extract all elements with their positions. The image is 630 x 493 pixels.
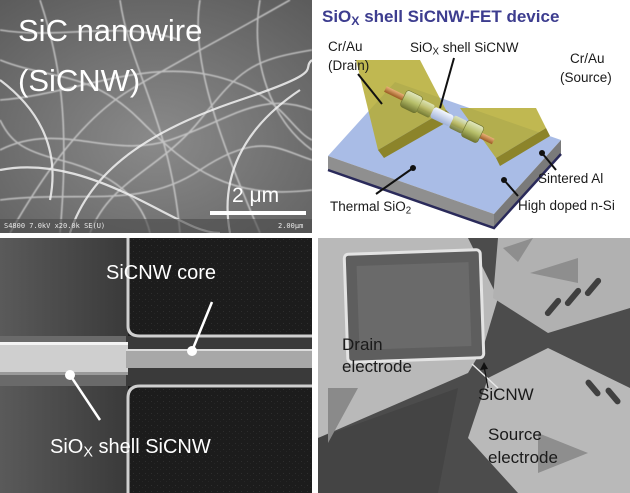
source-label-line1: Cr/Au [570, 51, 605, 66]
nanowire-shell [384, 86, 495, 145]
core-label: SiCNW core [106, 262, 217, 284]
sem-nanowire-image [0, 0, 312, 233]
shell-nanowire [0, 344, 128, 374]
sintered-al-label: Sintered Al [538, 171, 604, 186]
sem-title-line1: SiC nanowire [18, 13, 203, 48]
nanowire-sem [471, 363, 499, 389]
source-electrode [460, 108, 546, 158]
source-label-line2: (Source) [560, 70, 612, 85]
sem-source-label-line2: electrode [488, 448, 558, 467]
substrate-right-side [494, 140, 561, 228]
sem-closeup-panel: SiCNW core SiOX shell SiCNW [0, 238, 312, 493]
sem-drain-label-line2: electrode [342, 357, 412, 376]
substrate-label: High doped n-Si [518, 198, 615, 213]
scale-bar [210, 211, 306, 215]
nanowire-label: SiOX shell SiCNW [410, 40, 519, 58]
sem-embedded-info: S4800 7.0kV x20.0k SE(U) [4, 222, 106, 230]
device-schematic [327, 57, 562, 230]
sem-embedded-scale: 2.00μm [278, 222, 304, 230]
sem-drain-label-line1: Drain [342, 335, 383, 354]
sem-title-line2: (SiCNW) [18, 63, 141, 98]
substrate-front-side [328, 156, 494, 228]
drain-label-line1: Cr/Au [328, 39, 363, 54]
nanowire-core [126, 350, 312, 368]
sem-nanowire-label: SiCNW [478, 385, 534, 404]
sem-device-panel: Drain electrode SiCNW Source electrode [318, 238, 630, 493]
device-title: SiOX shell SiCNW-FET device [322, 7, 560, 29]
shell-label: SiOX shell SiCNW [50, 436, 211, 461]
sem-closeup-image [0, 238, 312, 493]
drain-electrode-side [378, 110, 454, 158]
scale-bar-label: 2 μm [232, 184, 280, 207]
device-diagram-panel: SiOX shell SiCNW-FET device Cr/Au (Drain… [318, 0, 630, 233]
sem-source-label-line1: Source [488, 425, 542, 444]
sem-nanowire-panel: SiC nanowire (SiCNW) 2 μm S4800 7.0kV x2… [0, 0, 312, 233]
source-electrode-side [496, 128, 550, 166]
sem-device-image [318, 238, 630, 493]
thermal-oxide-label: Thermal SiO2 [330, 199, 412, 217]
drain-label-line2: (Drain) [328, 58, 370, 73]
